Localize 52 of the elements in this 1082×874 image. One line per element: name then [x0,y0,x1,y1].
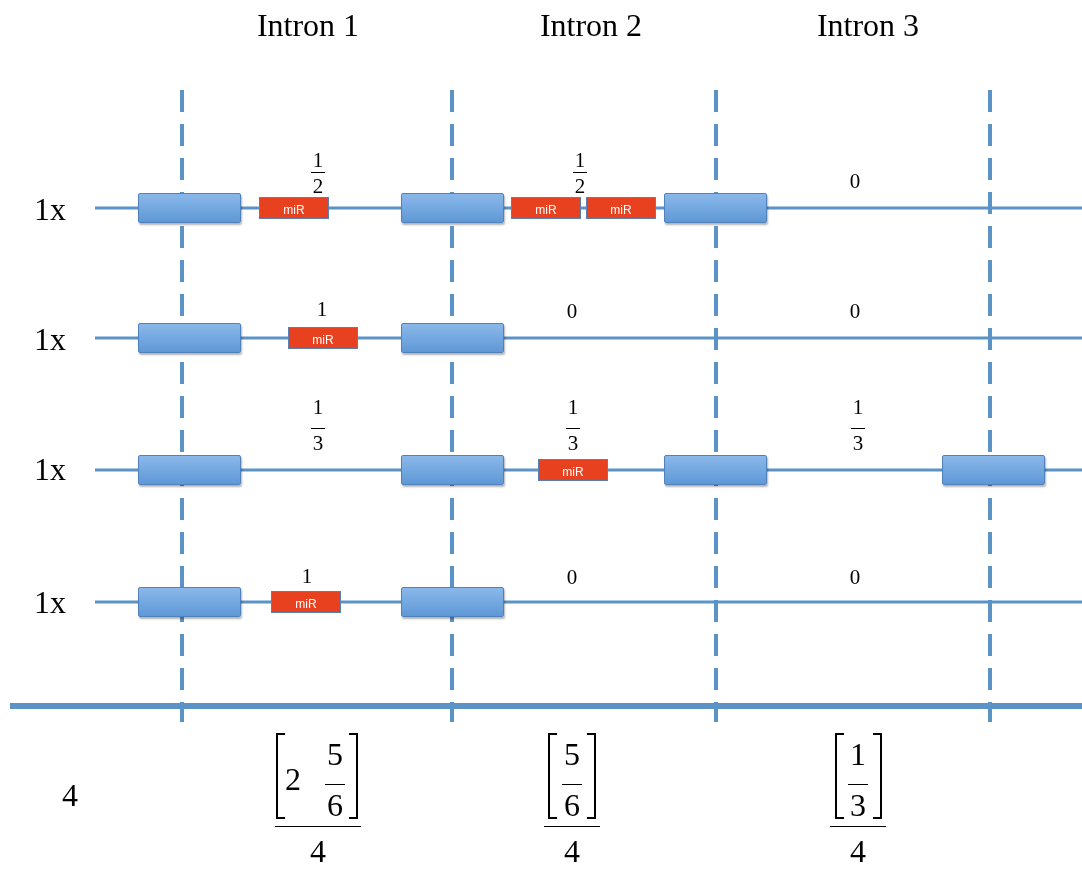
exon-box [138,455,241,485]
label-text: Intron 2 [539,8,643,42]
label-text: 4 [564,834,580,868]
mir-box: miR [271,591,341,613]
exon-box [401,587,504,617]
exon-box [138,193,241,223]
label-text: 1 [852,396,864,418]
label-text: 1x [34,322,66,356]
label-text: 1 [316,298,328,320]
label-text: 1 [567,396,579,418]
label-text: 0 [566,566,578,588]
exon-box [401,193,504,223]
exon-box [942,455,1045,485]
label-text: 4 [310,834,326,868]
label-text: 1x [34,585,66,619]
label-text: 1 [574,149,586,171]
label-text: 2 [312,175,324,197]
mir-box: miR [511,197,581,219]
label-text: 0 [849,170,861,192]
exon-box [401,323,504,353]
label-text: 5 [564,737,580,771]
label-text: 1 [312,396,324,418]
exon-box [401,455,504,485]
label-text: 6 [564,788,580,822]
label-text: 3 [850,788,866,822]
label-text: 1 [312,149,324,171]
label-text: 2 [285,762,301,796]
mir-box: miR [288,327,358,349]
label-text: 6 [327,788,343,822]
exon-box [664,193,767,223]
label-text: 1x [34,192,66,226]
label-text: 0 [566,300,578,322]
label-text: 2 [574,175,586,197]
label-text: 1 [850,737,866,771]
label-text: 5 [327,737,343,771]
label-text: 3 [567,432,579,454]
exon-box [138,587,241,617]
label-text: 3 [852,432,864,454]
mir-box: miR [586,197,656,219]
label-text: 3 [312,432,324,454]
label-text: 0 [849,566,861,588]
label-text: 4 [850,834,866,868]
label-text: 1 [301,565,313,587]
label-text: Intron 1 [256,8,360,42]
exon-box [664,455,767,485]
label-text: 0 [849,300,861,322]
exon-box [138,323,241,353]
label-text: Intron 3 [816,8,920,42]
label-text: 4 [62,778,78,812]
label-text: 1x [34,452,66,486]
mir-box: miR [538,459,608,481]
mir-box: miR [259,197,329,219]
